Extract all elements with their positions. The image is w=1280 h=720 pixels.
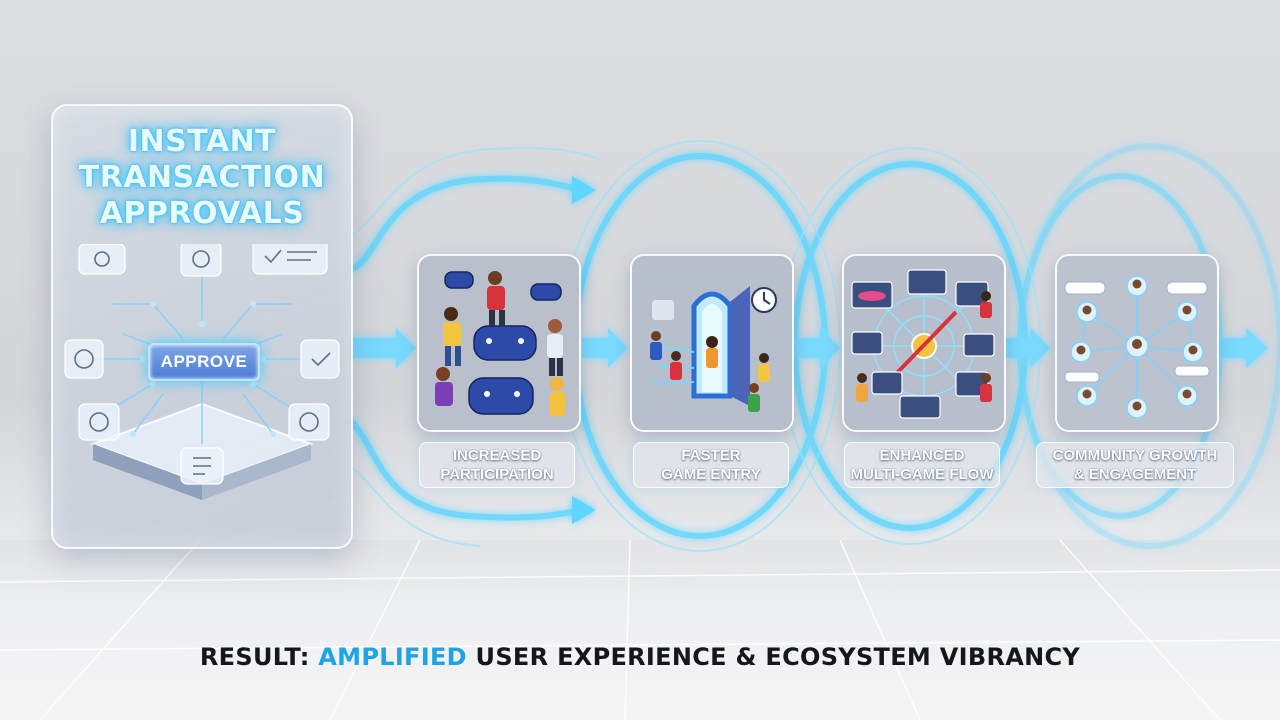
circuit-board-illustration xyxy=(64,244,340,500)
community-illustration xyxy=(1057,256,1217,430)
approve-button[interactable]: APPROVE xyxy=(148,343,260,381)
stage-label-game-entry-line-2: GAME ENTRY xyxy=(661,466,761,483)
stage-label-community-line-2: & ENGAGEMENT xyxy=(1073,466,1197,483)
stage-label-participation: INCREASED PARTICIPATION xyxy=(419,442,575,488)
stage-label-community-line-1: COMMUNITY GROWTH xyxy=(1052,447,1218,464)
result-prefix: RESULT: xyxy=(199,643,319,671)
stage-label-game-entry-line-1: FASTER xyxy=(681,447,741,464)
main-title-line-2: TRANSACTION xyxy=(78,160,326,195)
result-suffix: USER EXPERIENCE & ECOSYSTEM VIBRANCY xyxy=(466,643,1081,671)
gamers-illustration xyxy=(419,256,579,430)
stage-card-community xyxy=(1055,254,1219,432)
stage-card-participation xyxy=(417,254,581,432)
main-title-line-3: APPROVALS xyxy=(99,196,305,231)
stage-label-multi-game: ENHANCED MULTI-GAME FLOW xyxy=(844,442,1000,488)
stage-label-game-entry: FASTER GAME ENTRY xyxy=(633,442,789,488)
floor-grid xyxy=(0,540,1280,720)
stage-card-game-entry xyxy=(630,254,794,432)
main-title-line-1: INSTANT xyxy=(127,124,277,159)
stage-label-multi-game-line-2: MULTI-GAME FLOW xyxy=(850,466,994,483)
stage-label-participation-line-2: PARTICIPATION xyxy=(440,466,554,483)
main-panel: INSTANT TRANSACTION APPROVALS xyxy=(51,104,353,549)
stage-label-multi-game-line-1: ENHANCED xyxy=(879,447,965,464)
main-title: INSTANT TRANSACTION APPROVALS xyxy=(53,124,351,232)
floor xyxy=(0,540,1280,720)
stage-label-participation-line-1: INCREASED xyxy=(452,447,542,464)
portal-illustration xyxy=(632,256,792,430)
result-statement: RESULT: AMPLIFIED USER EXPERIENCE & ECOS… xyxy=(0,643,1280,671)
stage-card-multi-game xyxy=(842,254,1006,432)
stage-label-community: COMMUNITY GROWTH & ENGAGEMENT xyxy=(1036,442,1234,488)
result-highlight: AMPLIFIED xyxy=(318,643,467,671)
multi-game-illustration xyxy=(844,256,1004,430)
